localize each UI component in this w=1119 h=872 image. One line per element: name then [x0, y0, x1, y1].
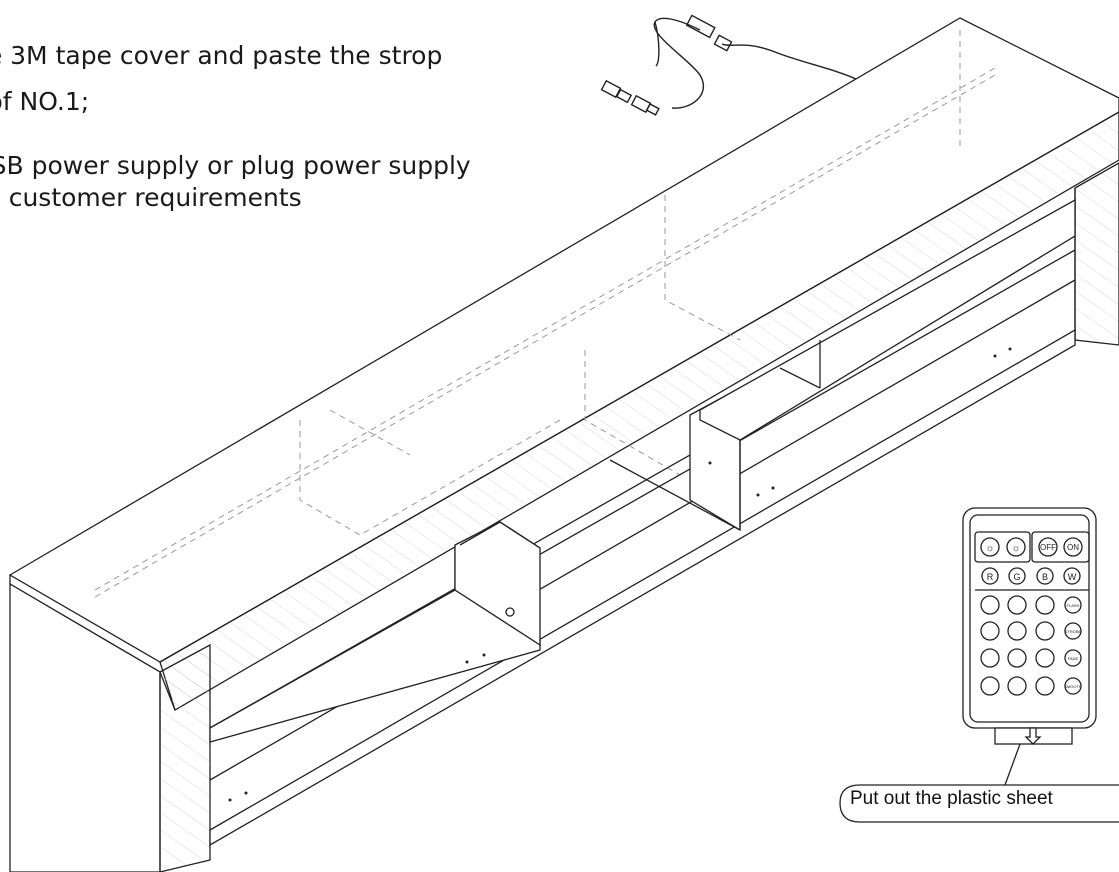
instruction-line-2: ack of NO.1; [0, 87, 90, 116]
remote-w-label: W [1068, 572, 1077, 582]
usb-cable [600, 14, 859, 116]
remote-g-label: G [1013, 572, 1020, 582]
bright-down-icon: ☼ [1011, 543, 1020, 554]
remote-fade-label: FADE [1068, 656, 1079, 661]
remote-strobe-label: STROBE [1065, 629, 1082, 634]
callout-label: Put out the plastic sheet [850, 788, 1053, 809]
remote-labels: ☼ ☼ OFF ON R G B W FLASH STROBE FADE SMO… [985, 543, 1081, 689]
remote-control [839, 507, 1119, 823]
bright-up-icon: ☼ [985, 543, 994, 554]
instruction-line-3: se USB power supply or plug power supply [0, 151, 471, 180]
instruction-line-1: ff the 3M tape cover and paste the strop [0, 41, 443, 70]
tv-stand [8, 17, 1119, 872]
remote-r-label: R [987, 572, 994, 582]
instruction-line-4: ng to customer requirements [0, 183, 302, 212]
remote-b-label: B [1042, 572, 1048, 582]
remote-flash-label: FLASH [1067, 603, 1080, 608]
remote-on-label: ON [1067, 543, 1079, 552]
remote-smooth-label: SMOOTH [1064, 684, 1082, 689]
remote-off-label: OFF [1040, 543, 1056, 552]
